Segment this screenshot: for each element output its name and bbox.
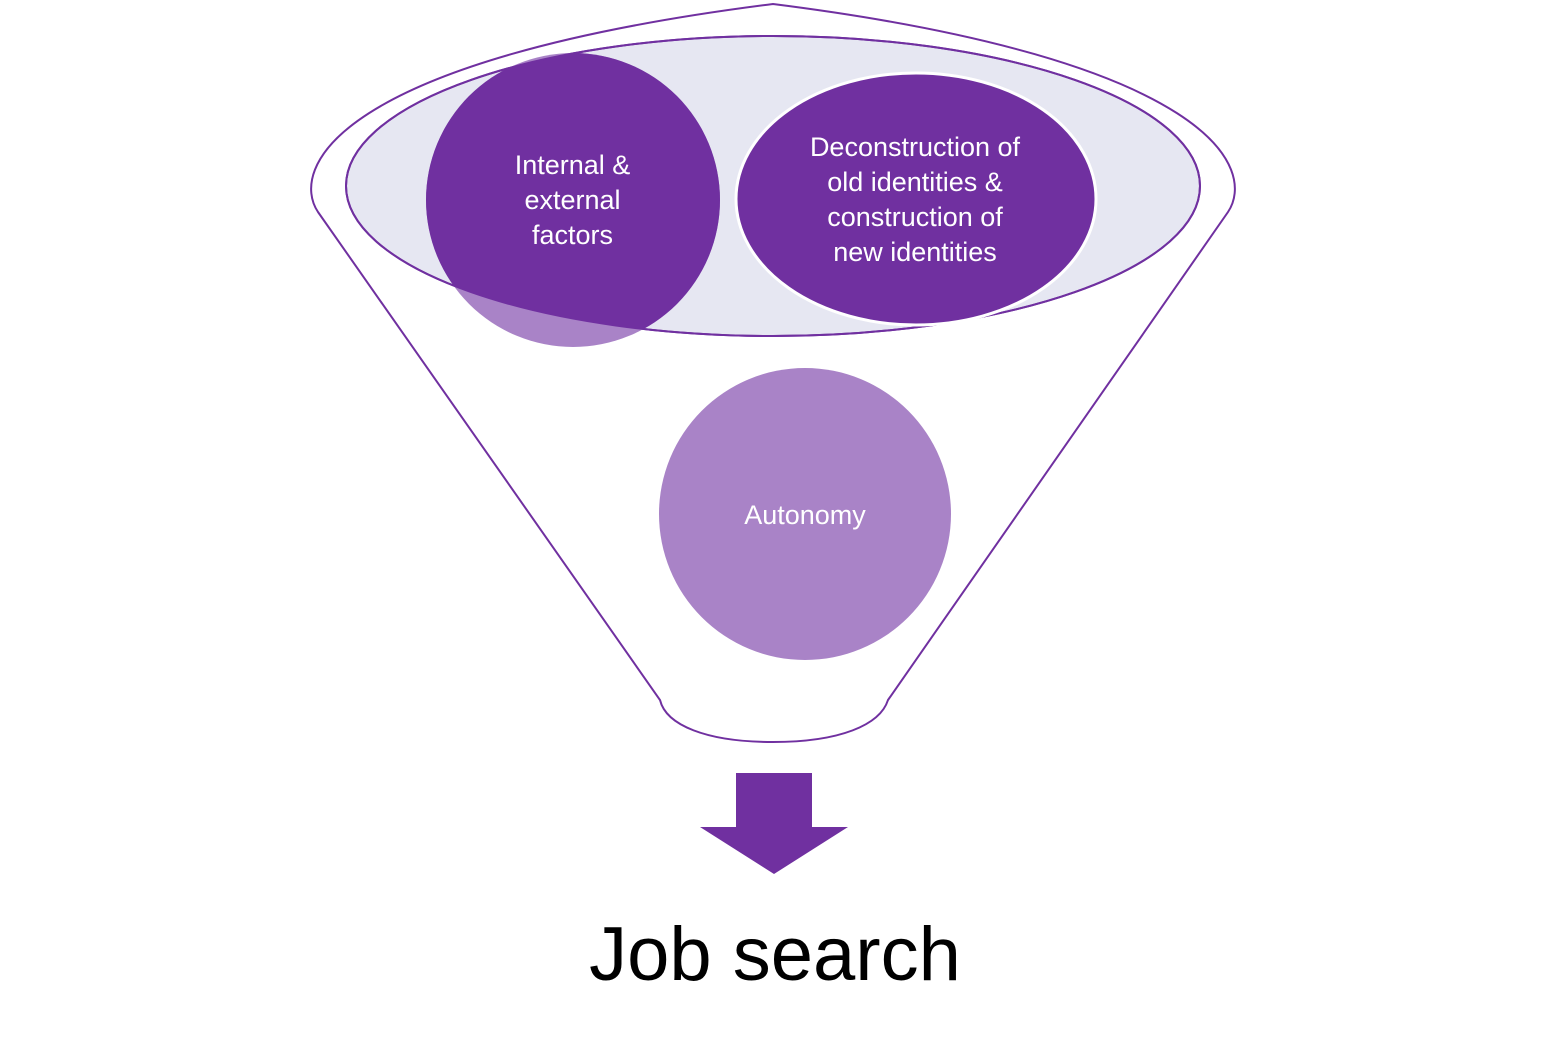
internal-factors-label: Internal & external factors xyxy=(514,149,631,250)
down-arrow-icon xyxy=(700,773,848,874)
internal-factors-circle xyxy=(426,53,720,336)
identity-construction-label: Deconstruction of old identities & const… xyxy=(809,132,1021,267)
autonomy-circle xyxy=(659,368,951,660)
funnel-rim-edge xyxy=(345,35,1201,337)
job-search-label: Job search xyxy=(589,912,961,997)
deconstruction-circle xyxy=(734,71,1098,327)
autonomy-label: Autonomy xyxy=(744,499,866,530)
